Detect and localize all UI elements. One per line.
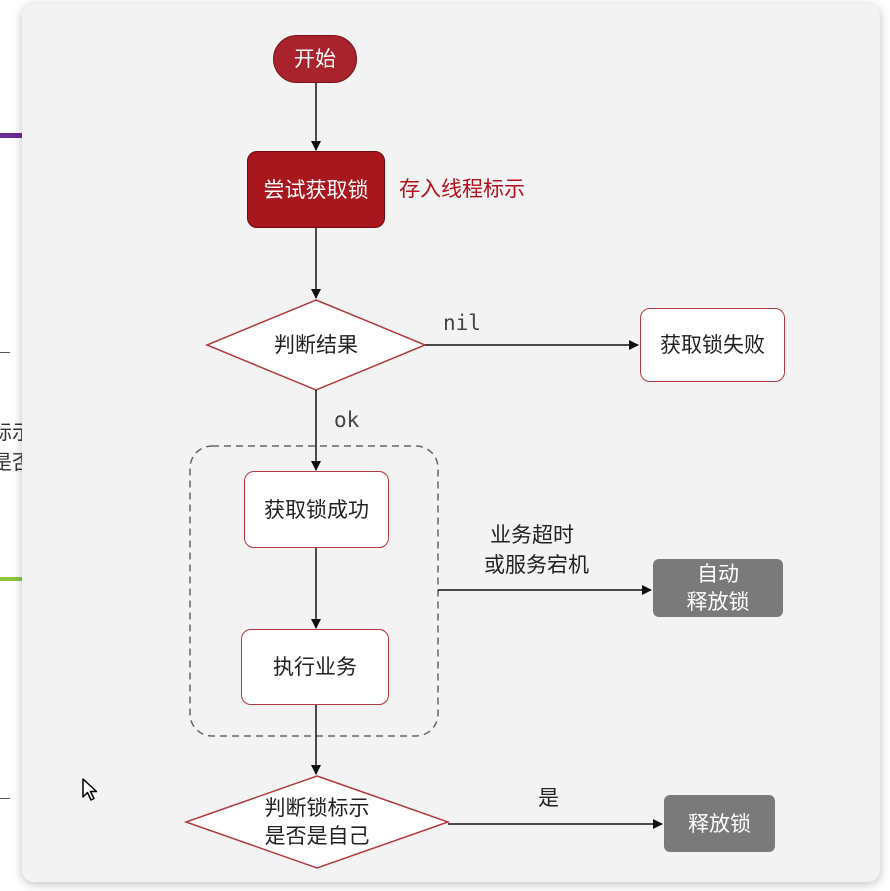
judge-owner-line1: 判断锁标示: [264, 796, 370, 820]
left-strip-text-1: 标示: [0, 420, 22, 444]
auto-release-line2: 释放锁: [686, 590, 750, 614]
lock-success-node: 获取锁成功: [244, 471, 389, 548]
exec-business-node: 执行业务: [241, 629, 389, 705]
green-line: [0, 577, 22, 581]
left-dash-1: [0, 352, 10, 353]
left-strip-text-2: 是否: [0, 450, 22, 474]
timeout-label-line2: 或服务宕机: [484, 553, 589, 577]
auto-release-node: 自动 释放锁: [653, 559, 783, 617]
mouse-pointer-icon: [82, 778, 98, 801]
diagram-panel: [22, 4, 880, 882]
ok-label: ok: [334, 408, 360, 432]
auto-release-line1: 自动: [697, 562, 739, 586]
judge-owner-diamond: [183, 775, 451, 869]
purple-line: [0, 133, 22, 138]
dashed-group-box: [189, 445, 439, 737]
try-lock-node: 尝试获取锁: [247, 151, 385, 228]
judge-owner-line2: 是否是自己: [264, 824, 370, 848]
judge-owner-text: 判断锁标示 是否是自己: [227, 792, 407, 852]
judge-result-text: 判断结果: [274, 333, 358, 357]
lock-fail-node: 获取锁失败: [640, 308, 785, 382]
left-edge-strip: 标示 是否: [0, 0, 22, 891]
yes-label: 是: [538, 786, 559, 810]
store-thread-id-label: 存入线程标示: [399, 177, 525, 201]
timeout-label-line1: 业务超时: [490, 523, 574, 547]
release-lock-node: 释放锁: [664, 795, 775, 852]
nil-label: nil: [443, 311, 481, 335]
start-node: 开始: [273, 35, 357, 83]
left-dash-2: [0, 798, 10, 799]
